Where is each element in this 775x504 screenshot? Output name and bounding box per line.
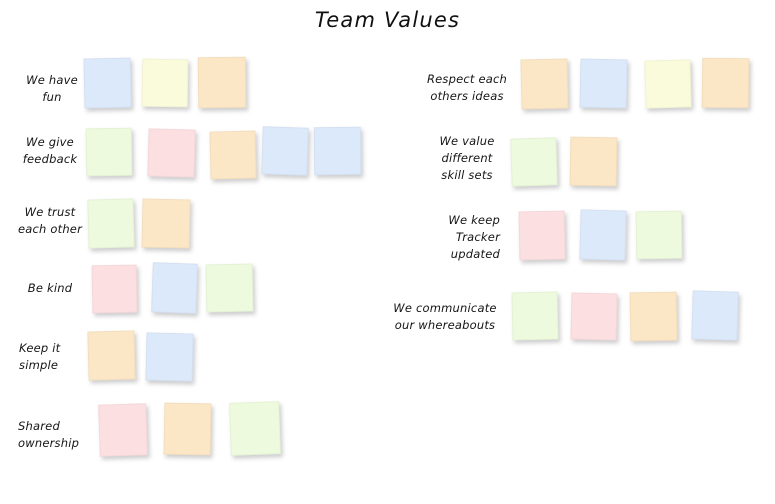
value-label-keep-it-simple: Keep it simple xyxy=(19,341,61,372)
sticky-note-green[interactable] xyxy=(511,291,559,341)
sticky-note-orange[interactable] xyxy=(141,198,191,249)
sticky-note-green[interactable] xyxy=(229,401,281,456)
sticky-note-orange[interactable] xyxy=(163,402,212,456)
sticky-note-orange[interactable] xyxy=(209,130,257,180)
sticky-note-blue[interactable] xyxy=(579,209,627,261)
value-label-we-have-fun: We have fun xyxy=(26,73,78,104)
sticky-note-orange[interactable] xyxy=(197,56,247,109)
sticky-note-blue[interactable] xyxy=(151,262,198,314)
sticky-note-blue[interactable] xyxy=(145,332,194,382)
value-label-we-trust-each-other: We trust each other xyxy=(17,205,83,236)
sticky-note-yellow[interactable] xyxy=(644,59,692,109)
sticky-note-blue[interactable] xyxy=(313,126,362,176)
sticky-note-blue[interactable] xyxy=(579,58,628,109)
sticky-note-orange[interactable] xyxy=(520,58,569,110)
sticky-note-green[interactable] xyxy=(510,137,558,187)
sticky-note-blue[interactable] xyxy=(83,57,132,109)
sticky-note-pink[interactable] xyxy=(98,403,148,457)
value-label-shared-ownership: Shared ownership xyxy=(18,419,80,450)
sticky-note-pink[interactable] xyxy=(147,128,196,178)
sticky-note-yellow[interactable] xyxy=(141,58,189,108)
value-label-be-kind: Be kind xyxy=(27,281,73,295)
sticky-note-pink[interactable] xyxy=(91,264,138,314)
value-label-we-value-different-skill-sets: We value different skill sets xyxy=(439,134,495,182)
sticky-note-orange[interactable] xyxy=(629,291,678,342)
sticky-note-pink[interactable] xyxy=(570,292,618,341)
value-label-we-give-feedback: We give feedback xyxy=(22,135,78,166)
sticky-note-orange[interactable] xyxy=(701,57,750,109)
sticky-note-orange[interactable] xyxy=(87,330,136,381)
sticky-note-blue[interactable] xyxy=(691,290,739,341)
value-label-respect-each-others-ideas: Respect each others ideas xyxy=(426,72,508,103)
sticky-note-green[interactable] xyxy=(635,210,683,260)
value-label-we-communicate-our-whereabouts: We communicate our whereabouts xyxy=(393,301,497,332)
sticky-note-blue[interactable] xyxy=(261,126,309,176)
sticky-note-green[interactable] xyxy=(87,198,135,249)
value-label-we-keep-tracker-updated: We keep Tracker updated xyxy=(448,213,500,261)
sticky-note-pink[interactable] xyxy=(518,210,566,261)
sticky-note-orange[interactable] xyxy=(569,136,618,187)
page-title: Team Values xyxy=(314,8,461,32)
sticky-note-green[interactable] xyxy=(85,127,133,177)
sticky-note-green[interactable] xyxy=(205,263,254,313)
